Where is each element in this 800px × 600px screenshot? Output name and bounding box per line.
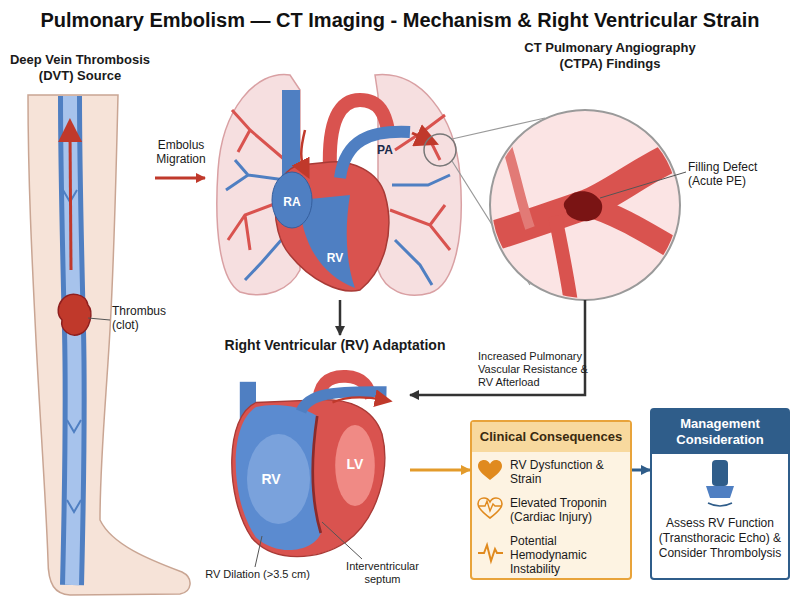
rv-cavity xyxy=(247,434,310,524)
lv-cavity xyxy=(335,425,375,506)
chamber-label: LV xyxy=(335,456,375,473)
heart-body xyxy=(275,162,389,291)
consequence-item: Elevated Troponin (Cardiac Injury) xyxy=(510,496,628,524)
box-heading: Management Consideration xyxy=(652,410,788,454)
flow-arrow xyxy=(410,469,470,472)
pulmonary-artery xyxy=(340,132,410,178)
rv-heart-panel: Right Ventricular (RV) AdaptationRVLV xyxy=(210,335,410,585)
dilated-right-ventricle xyxy=(236,405,321,550)
zoom-line xyxy=(452,118,545,285)
lungs-heart-illustration xyxy=(217,75,545,296)
magnified-vessels xyxy=(480,140,690,310)
right-atrium xyxy=(272,172,312,228)
flow-arrow xyxy=(412,133,428,140)
leader-line xyxy=(255,536,262,567)
part-label: RV Dilation (>3.5 cm) xyxy=(205,568,310,581)
consequences-box: Clinical Consequences RV Dysfunction & St… xyxy=(470,420,632,580)
flow-arrow xyxy=(301,130,305,170)
flow-arrow xyxy=(339,300,342,335)
rv-heart-illustration xyxy=(232,376,387,556)
blood-flow-arrow xyxy=(70,130,71,270)
left-lung xyxy=(217,75,300,295)
heart-lungs-panel: PA RA RV xyxy=(205,45,465,300)
part-label: Thrombus (clot) xyxy=(112,304,182,332)
pulmonary-artery xyxy=(555,216,572,310)
leader-line xyxy=(600,172,686,198)
part-label: Interventricular septum xyxy=(335,560,430,586)
pulmonary-vein-branch xyxy=(392,175,450,285)
leader-line xyxy=(322,522,362,559)
vein-valve xyxy=(67,420,81,432)
leader-line xyxy=(88,318,110,320)
pulmonary-artery-branch xyxy=(228,110,285,250)
ctpa-illustration xyxy=(480,110,690,310)
chamber-label: RV xyxy=(251,471,291,488)
chamber-label: RV xyxy=(320,251,350,265)
consequence-item: Potential Hemodynamic Instability xyxy=(510,534,628,576)
leg-illustration xyxy=(28,95,190,595)
management-box: Management ConsiderationAssess RV Functi… xyxy=(650,408,790,580)
pulmonary-artery xyxy=(505,140,530,228)
interventricular-septum xyxy=(313,416,321,533)
pulmonary-artery xyxy=(301,392,387,412)
chamber-label: RA xyxy=(277,195,307,209)
heart-body xyxy=(232,400,385,557)
pulmonary-artery-branch xyxy=(390,115,450,250)
box-heading: Clinical Consequences xyxy=(472,422,630,452)
vein-wall xyxy=(70,96,75,585)
pulmonary-vein-branch xyxy=(226,160,290,280)
leg-outline xyxy=(28,95,190,595)
section-heading: CT Pulmonary Angiography (CTPA) Findings xyxy=(505,40,715,72)
flow-arrow xyxy=(155,177,205,180)
right-lung xyxy=(375,75,461,296)
vena-cava xyxy=(282,90,300,185)
flow-arrow xyxy=(632,469,650,472)
edge-label: Increased Pulmonary Vascular Resistance … xyxy=(478,350,590,389)
finding-label: Filling Defect (Acute PE) xyxy=(688,160,783,188)
section-heading: Deep Vein Thrombosis (DVT) Source xyxy=(5,52,155,84)
aorta xyxy=(330,100,388,170)
management-text: Assess RV Function (Transthoracic Echo) … xyxy=(656,516,784,561)
consequence-item: RV Dysfunction & Strain xyxy=(510,458,628,486)
vein-valve xyxy=(67,500,81,512)
edge-label: Embolus Migration xyxy=(150,138,212,166)
thrombus-clot xyxy=(58,294,91,335)
zoom-region xyxy=(424,134,456,166)
vein-valve xyxy=(63,190,77,202)
chamber-label: PA xyxy=(370,143,400,157)
right-ventricle xyxy=(300,195,355,288)
vena-cava xyxy=(240,382,256,423)
aorta xyxy=(319,376,371,407)
filling-defect xyxy=(564,191,602,221)
section-heading: Right Ventricular (RV) Adaptation xyxy=(200,337,470,354)
pulmonary-artery xyxy=(585,205,690,258)
magnifier-circle xyxy=(490,110,680,300)
flow-arrow xyxy=(333,397,384,402)
pulmonary-artery xyxy=(480,148,690,240)
vein-lumen xyxy=(70,96,75,585)
ctpa-magnifier: CT Pulmonary Angiography (CTPA) Findings… xyxy=(490,110,680,300)
diagram-title: Pulmonary Embolism — CT Imaging - Mechan… xyxy=(0,8,800,32)
